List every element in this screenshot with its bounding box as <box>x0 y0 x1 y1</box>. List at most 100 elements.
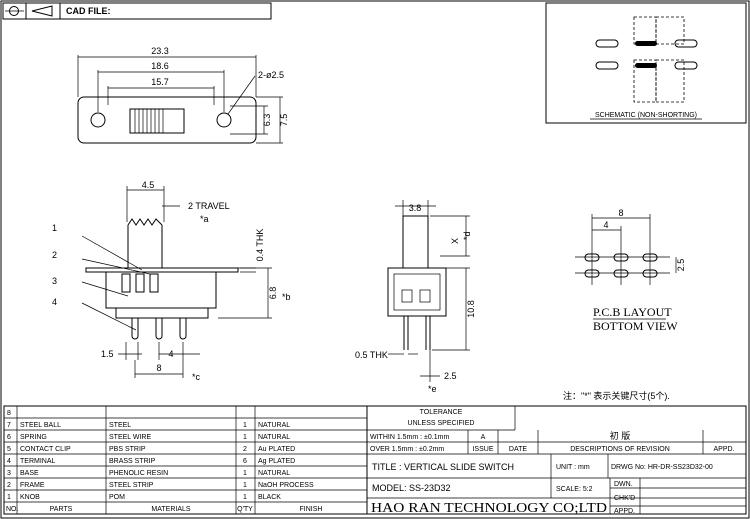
date-label: DATE <box>509 446 527 453</box>
table-row: 2 FRAME STEEL STRIP 1 NaOH PROCESS <box>7 482 314 489</box>
svg-text:6: 6 <box>7 434 11 441</box>
callout-2: 2 <box>52 250 57 260</box>
svg-text:TERMINAL: TERMINAL <box>20 458 56 465</box>
svg-text:POM: POM <box>109 494 125 501</box>
cad-file-header: CAD FILE: <box>2 2 272 20</box>
checked-by-label: CHK'D <box>614 495 635 502</box>
end-view: 3.8 X *d 10.8 0.5 THK 2.5 *e <box>355 200 476 394</box>
svg-text:BASE: BASE <box>20 470 39 477</box>
dim-mid: 18.6 <box>151 61 169 71</box>
callout-1: 1 <box>52 223 57 233</box>
dim-h2: 7.5 <box>279 114 289 127</box>
travel-note: 2 TRAVEL <box>188 201 230 211</box>
tolerance-subtitle: UNLESS SPECIFIED <box>408 420 475 427</box>
svg-text:3: 3 <box>7 470 11 477</box>
tolerance-row-1: WITHIN 1.5mm : ±0.1mm <box>370 434 449 441</box>
schematic-label: SCHEMATIC (NON-SHORTING) <box>595 112 697 119</box>
dim-pin-pitch: 4 <box>168 349 173 359</box>
drawing-title: TITLE : VERTICAL SLIDE SWITCH <box>372 462 514 472</box>
svg-text:NaOH PROCESS: NaOH PROCESS <box>258 482 314 489</box>
tolerance-row-2: OVER 1.5mm : ±0.2mm <box>370 446 444 453</box>
end-thk-note: 0.5 THK <box>355 350 388 360</box>
drawn-by-label: DWN. <box>614 481 633 488</box>
table-row: 6 SPRING STEEL WIRE 1 NATURAL <box>7 434 290 441</box>
descriptions-label: DESCRIPTIONS OF REVISION <box>570 446 670 453</box>
pcb-layout: 8 4 2.5 P.C.B LAYOUT BOTTOM VIEW <box>575 208 686 333</box>
svg-text:FRAME: FRAME <box>20 482 45 489</box>
svg-text:6: 6 <box>243 458 247 465</box>
svg-text:KNOB: KNOB <box>20 494 40 501</box>
tolerance-title: TOLERANCE <box>420 409 463 416</box>
dim-end-pin: 2.5 <box>444 371 457 381</box>
drawing-number: DRWG No: HR-DR-SS23D32-00 <box>611 464 713 471</box>
bom-table: 8 7 STEEL BALL STEEL 1 NATURAL 6 SPRING … <box>3 405 368 515</box>
dim-inner: 15.7 <box>151 77 169 87</box>
svg-text:STEEL WIRE: STEEL WIRE <box>109 434 151 441</box>
callout-4: 4 <box>52 297 57 307</box>
mark-d: *d <box>462 231 472 240</box>
svg-text:NATURAL: NATURAL <box>258 422 290 429</box>
svg-text:1: 1 <box>243 422 247 429</box>
dim-h1: 6.3 <box>262 114 272 127</box>
svg-text:SPRING: SPRING <box>20 434 47 441</box>
mark-a: *a <box>200 214 209 224</box>
approved-by-label: APPD. <box>614 508 635 515</box>
svg-text:MATERIALS: MATERIALS <box>151 506 190 513</box>
model-label: MODEL: SS-23D32 <box>372 483 451 493</box>
revision-mark: A <box>481 434 486 441</box>
dim-end-width: 3.8 <box>409 203 422 213</box>
pcb-dim-row: 2.5 <box>676 259 686 272</box>
svg-text:5: 5 <box>7 446 11 453</box>
mark-x: X <box>450 238 460 244</box>
table-row: 5 CONTACT CLIP PBS STRIP 2 Au PLATED <box>7 446 295 453</box>
svg-text:BRASS STRIP: BRASS STRIP <box>109 458 156 465</box>
svg-text:Ag PLATED: Ag PLATED <box>258 458 295 465</box>
holes-note: 2-ø2.5 <box>258 70 284 80</box>
company-name: HAO RAN TECHNOLOGY CO;LTD <box>371 501 607 516</box>
scale-label: SCALE: 5:2 <box>556 486 593 493</box>
table-row: 7 STEEL BALL STEEL 1 NATURAL <box>7 422 290 429</box>
key-dims-note: 注："*" 表示关键尺寸(5个). <box>563 390 670 401</box>
svg-text:BLACK: BLACK <box>258 494 281 501</box>
schematic-panel: SCHEMATIC (NON-SHORTING) <box>545 2 747 124</box>
dim-span: 8 <box>156 363 161 373</box>
svg-text:7: 7 <box>7 422 11 429</box>
svg-text:NATURAL: NATURAL <box>258 434 290 441</box>
pcb-label: P.C.B LAYOUT <box>593 305 672 319</box>
table-row: 3 BASE PHENOLIC RESIN 1 NATURAL <box>7 470 290 477</box>
svg-text:1: 1 <box>7 494 11 501</box>
svg-text:Au PLATED: Au PLATED <box>258 446 295 453</box>
pcb-dim-pitch: 4 <box>603 220 608 230</box>
bom-empty-row-no: 8 <box>7 410 11 417</box>
svg-text:1: 1 <box>243 482 247 489</box>
projection-cone-icon <box>31 5 53 17</box>
svg-text:4: 4 <box>7 458 11 465</box>
side-view: 4.5 2 TRAVEL *a 0.4 THK 6.8 *b 1 2 3 4 1… <box>52 180 291 382</box>
dim-overall: 23.3 <box>151 46 169 56</box>
table-header: NO. PARTS MATERIALS Q'TY FINISH <box>6 506 322 513</box>
svg-text:1: 1 <box>243 494 247 501</box>
mark-b: *b <box>282 292 291 302</box>
revision-text: 初 版 <box>610 430 631 441</box>
svg-text:1: 1 <box>243 470 247 477</box>
svg-text:STEEL: STEEL <box>109 422 131 429</box>
callout-3: 3 <box>52 276 57 286</box>
mark-e: *e <box>428 384 437 394</box>
table-row: 1 KNOB POM 1 BLACK <box>7 494 281 501</box>
svg-text:STEEL BALL: STEEL BALL <box>20 422 61 429</box>
svg-text:FINISH: FINISH <box>300 506 323 513</box>
svg-text:2: 2 <box>243 446 247 453</box>
dim-height: 6.8 <box>268 287 278 300</box>
table-row: 4 TERMINAL BRASS STRIP 6 Ag PLATED <box>7 458 295 465</box>
cad-file-label: CAD FILE: <box>66 6 111 16</box>
unit-label: UNIT : mm <box>556 464 590 471</box>
dim-end-height: 10.8 <box>466 300 476 318</box>
svg-text:PARTS: PARTS <box>50 506 73 513</box>
svg-text:PHENOLIC RESIN: PHENOLIC RESIN <box>109 470 168 477</box>
svg-text:1: 1 <box>243 434 247 441</box>
svg-text:CONTACT CLIP: CONTACT CLIP <box>20 446 71 453</box>
svg-text:PBS STRIP: PBS STRIP <box>109 446 146 453</box>
